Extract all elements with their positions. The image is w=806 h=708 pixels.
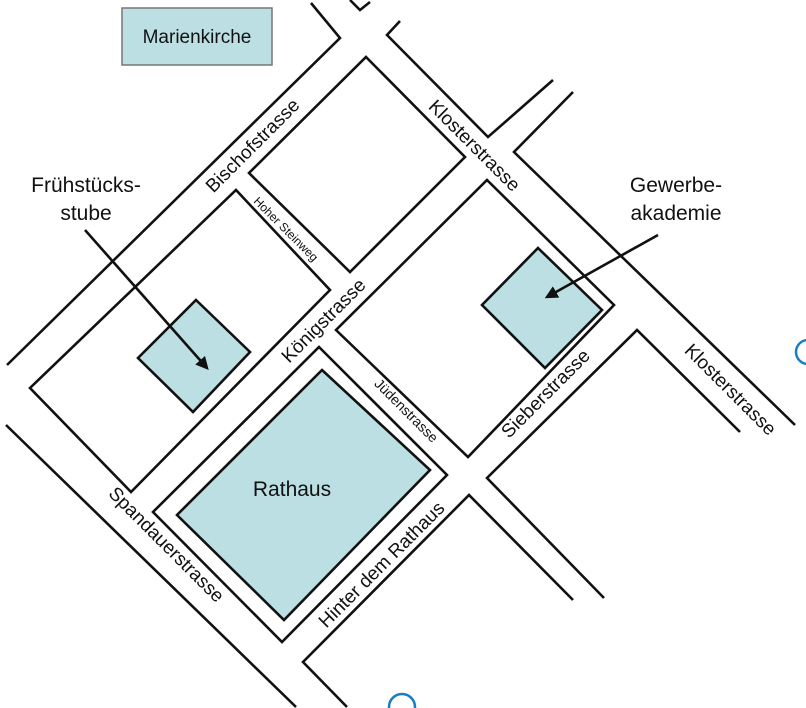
marienkirche-label: Marienkirche — [143, 27, 252, 48]
spandauerstrasse-edge — [5, 424, 297, 708]
gewerbe-arrow-icon — [544, 233, 659, 299]
marker-handle-right[interactable] — [794, 338, 806, 366]
bischofstrasse-outer-edge — [6, 2, 342, 366]
block-north — [247, 55, 467, 274]
block-gewerbe — [334, 178, 616, 459]
hinter-dem-rathaus-edge — [301, 493, 574, 708]
klosterstrasse-lower-label: Klosterstrasse — [680, 340, 780, 440]
fruehstueck-building — [136, 298, 252, 414]
klosterstrasse-upper-label: Klosterstrasse — [424, 96, 524, 196]
gewerbe-label-line1: Gewerbe- — [630, 174, 722, 197]
block-fruehstueck — [28, 188, 332, 494]
bischofstrasse-label: Bischofstrasse — [202, 95, 304, 197]
block-rathaus — [151, 345, 449, 644]
marienkirche-building — [121, 7, 273, 66]
top-notch — [349, 0, 371, 12]
fruehstueck-label-line2: stube — [60, 202, 111, 225]
klosterstrasse-east-edge — [512, 91, 796, 426]
gewerbe-building — [480, 246, 604, 370]
klosterstrasse-north-edge — [385, 20, 554, 139]
fruehstueck-label-line1: Frühstücks- — [31, 174, 141, 197]
gewerbe-label-line2: akademie — [630, 202, 721, 225]
hoher-steinweg-label: Hoher Steinweg — [251, 194, 321, 264]
block-southeast — [485, 328, 741, 599]
marker-handle-bottom[interactable] — [387, 692, 417, 708]
rathaus-building — [175, 368, 432, 622]
rathaus-label: Rathaus — [253, 478, 331, 501]
fruehstueck-arrow-icon — [84, 229, 209, 370]
